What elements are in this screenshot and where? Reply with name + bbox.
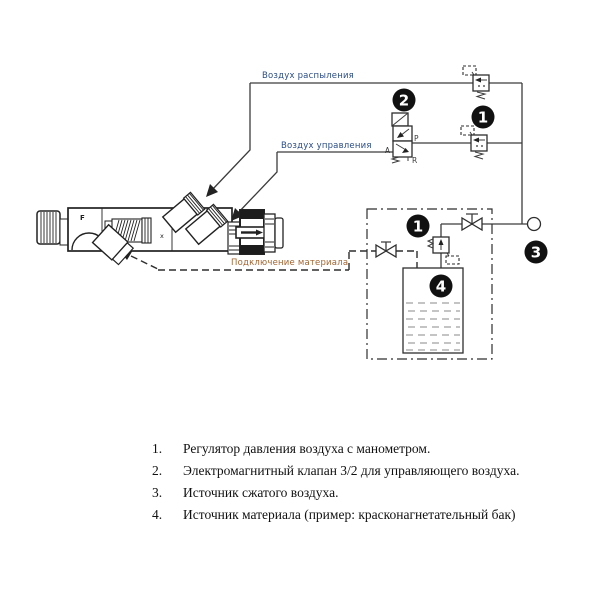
control-air-fitting: [184, 203, 229, 246]
legend-item-text: Регулятор давления воздуха с манометром.: [183, 441, 431, 456]
legend-item-1: 1. Регулятор давления воздуха с манометр…: [152, 438, 572, 460]
legend-item-3: 3. Источник сжатого воздуха.: [152, 482, 572, 504]
gun-rear-connector: [227, 209, 284, 255]
gun-f-label: F: [80, 214, 85, 222]
legend-item-text: Источник материала (пример: красконагнет…: [183, 507, 516, 522]
port-r-label: R: [412, 156, 417, 165]
spray-gun: [36, 191, 284, 266]
svg-text:1: 1: [478, 109, 488, 127]
regulator-symbol-material: [426, 236, 460, 265]
marker-4-material-source: 4: [429, 274, 453, 298]
marker-1-top-regulators: 1: [471, 105, 495, 129]
legend-item-text: Электромагнитный клапан 3/2 для управляю…: [183, 463, 520, 478]
legend-item-number: 4.: [152, 507, 163, 522]
svg-text:1: 1: [413, 218, 423, 236]
atomizing-air-fitting: [161, 191, 206, 234]
main-air-line: [440, 83, 527, 268]
svg-text:4: 4: [436, 278, 446, 296]
legend-item-number: 3.: [152, 485, 163, 500]
legend-item-number: 2.: [152, 463, 163, 478]
control-air-label: Воздух управления: [281, 141, 372, 151]
svg-text:3: 3: [531, 244, 541, 262]
air-source-symbol: [526, 216, 542, 232]
legend-item-text: Источник сжатого воздуха.: [183, 485, 339, 500]
material-fitting: [91, 223, 135, 266]
air-shutoff-valve-symbol: [461, 213, 483, 232]
port-p-label: P: [414, 134, 419, 143]
atomizing-air-label: Воздух распыления: [262, 71, 354, 81]
legend-item-2: 2. Электромагнитный клапан 3/2 для управ…: [152, 460, 572, 482]
port-a-label: A: [385, 146, 391, 155]
legend-item-number: 1.: [152, 441, 163, 456]
tank-enclosure-box: [366, 208, 493, 360]
material-connection-label: Подключение материала: [231, 258, 348, 268]
marker-3-air-source: 3: [524, 240, 548, 264]
regulator-symbol-atomizing: [462, 65, 490, 100]
control-air-line: [231, 142, 522, 221]
legend-item-4: 4. Источник материала (пример: красконаг…: [152, 504, 572, 526]
gun-x-label: x: [160, 232, 164, 240]
solenoid-valve-symbol: [390, 112, 413, 164]
material-shutoff-valve-symbol: [375, 241, 397, 259]
marker-1-tank-regulator: 1: [406, 214, 430, 238]
marker-2-solenoid: 2: [392, 88, 416, 112]
regulator-symbol-control: [460, 125, 488, 160]
legend: 1. Регулятор давления воздуха с манометр…: [152, 438, 572, 526]
svg-text:2: 2: [399, 92, 409, 110]
